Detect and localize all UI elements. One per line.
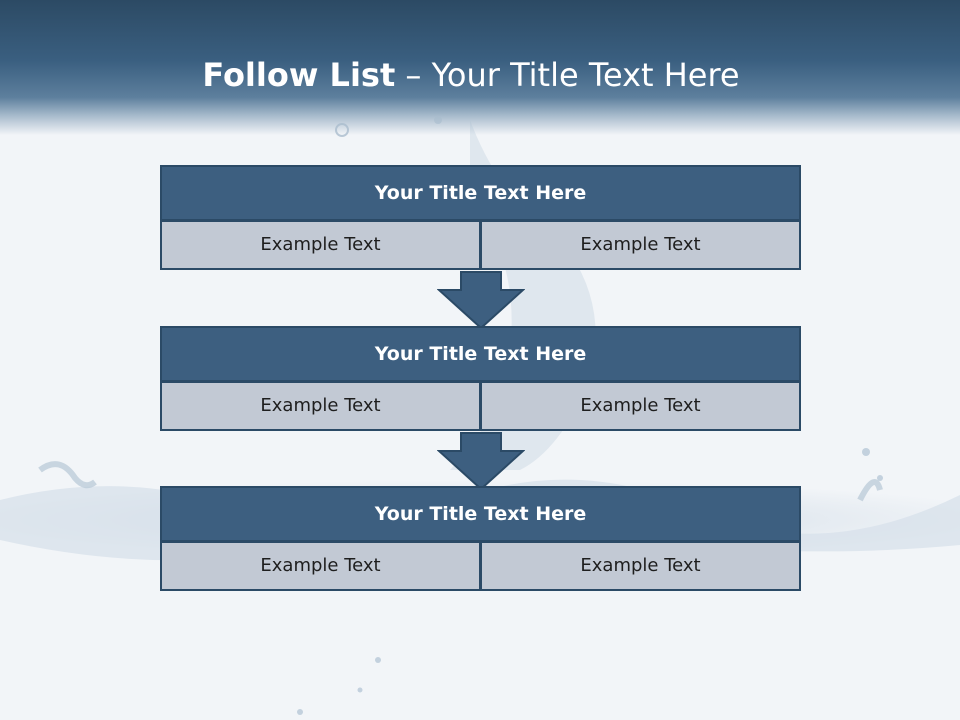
step-1-left-cell: Example Text xyxy=(160,220,481,270)
slide-title-bold: Follow List xyxy=(202,56,396,94)
step-block-1: Your Title Text Here Example Text Exampl… xyxy=(160,165,801,270)
step-1-right-cell: Example Text xyxy=(480,220,801,270)
step-3-row: Example Text Example Text xyxy=(160,541,801,591)
slide-title-rest: – Your Title Text Here xyxy=(395,56,740,94)
step-3-left-cell: Example Text xyxy=(160,541,481,591)
step-2-title: Your Title Text Here xyxy=(160,326,801,382)
step-2-left-cell: Example Text xyxy=(160,381,481,431)
down-arrow-icon xyxy=(437,271,525,330)
step-1-row: Example Text Example Text xyxy=(160,220,801,270)
step-block-2: Your Title Text Here Example Text Exampl… xyxy=(160,326,801,431)
slide-title: Follow List – Your Title Text Here xyxy=(0,52,942,98)
step-block-3: Your Title Text Here Example Text Exampl… xyxy=(160,486,801,591)
step-3-title: Your Title Text Here xyxy=(160,486,801,542)
down-arrow-icon xyxy=(437,432,525,491)
step-3-right-cell: Example Text xyxy=(480,541,801,591)
step-1-title: Your Title Text Here xyxy=(160,165,801,221)
step-2-right-cell: Example Text xyxy=(480,381,801,431)
step-2-row: Example Text Example Text xyxy=(160,381,801,431)
header-band: Follow List – Your Title Text Here xyxy=(0,0,960,135)
